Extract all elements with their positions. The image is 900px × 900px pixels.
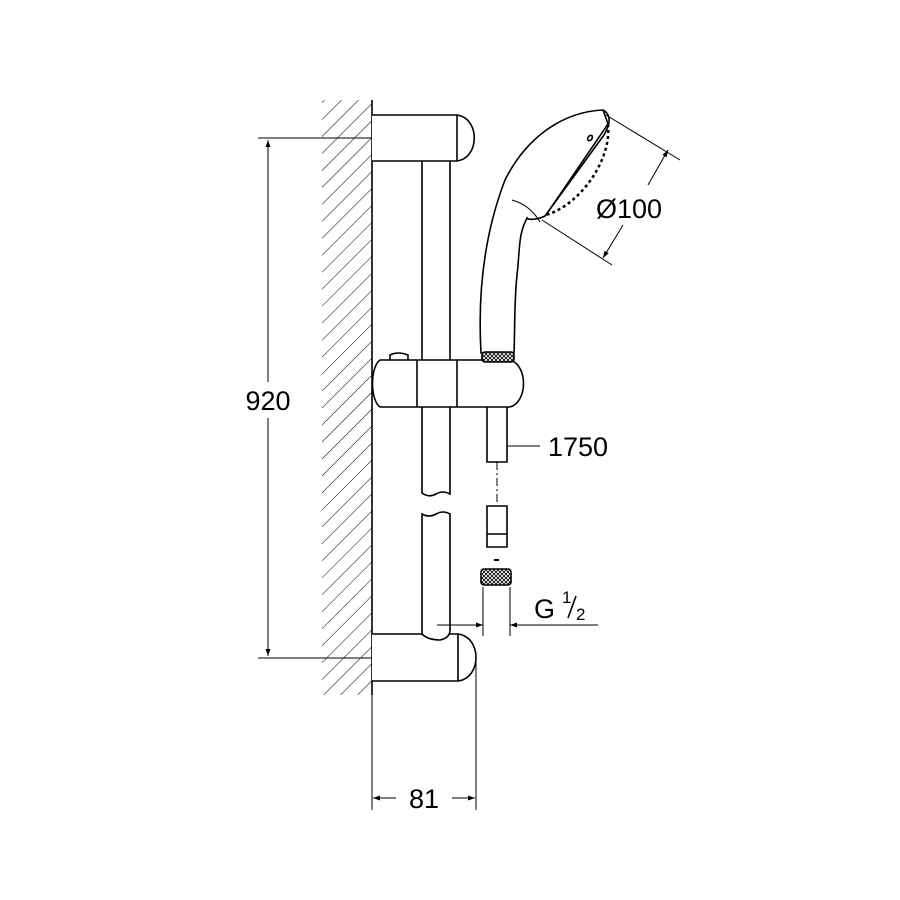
slider-knob [389,352,409,360]
hose-end [486,505,508,548]
dim-thread-numerator: 1 [562,588,571,607]
dim-projection-label: 81 [409,784,439,814]
shower-rail [421,161,451,497]
dim-hose-length-label: 1750 [548,432,608,462]
hose-nut [480,568,512,586]
bottom-bracket [372,633,477,682]
dim-thread-letter: G [534,594,555,624]
hose [486,407,508,463]
dim-thread-denominator: 2 [576,605,585,624]
dim-height-label: 920 [245,386,290,416]
dim-diameter-label: Ø100 [596,194,662,224]
hand-shower [479,109,610,354]
spray-face [545,123,610,217]
wall-hatch [322,100,372,695]
top-bracket [372,114,476,162]
slider [371,359,525,408]
knurled-connector [481,351,515,363]
shower-rail-lower [421,511,451,641]
